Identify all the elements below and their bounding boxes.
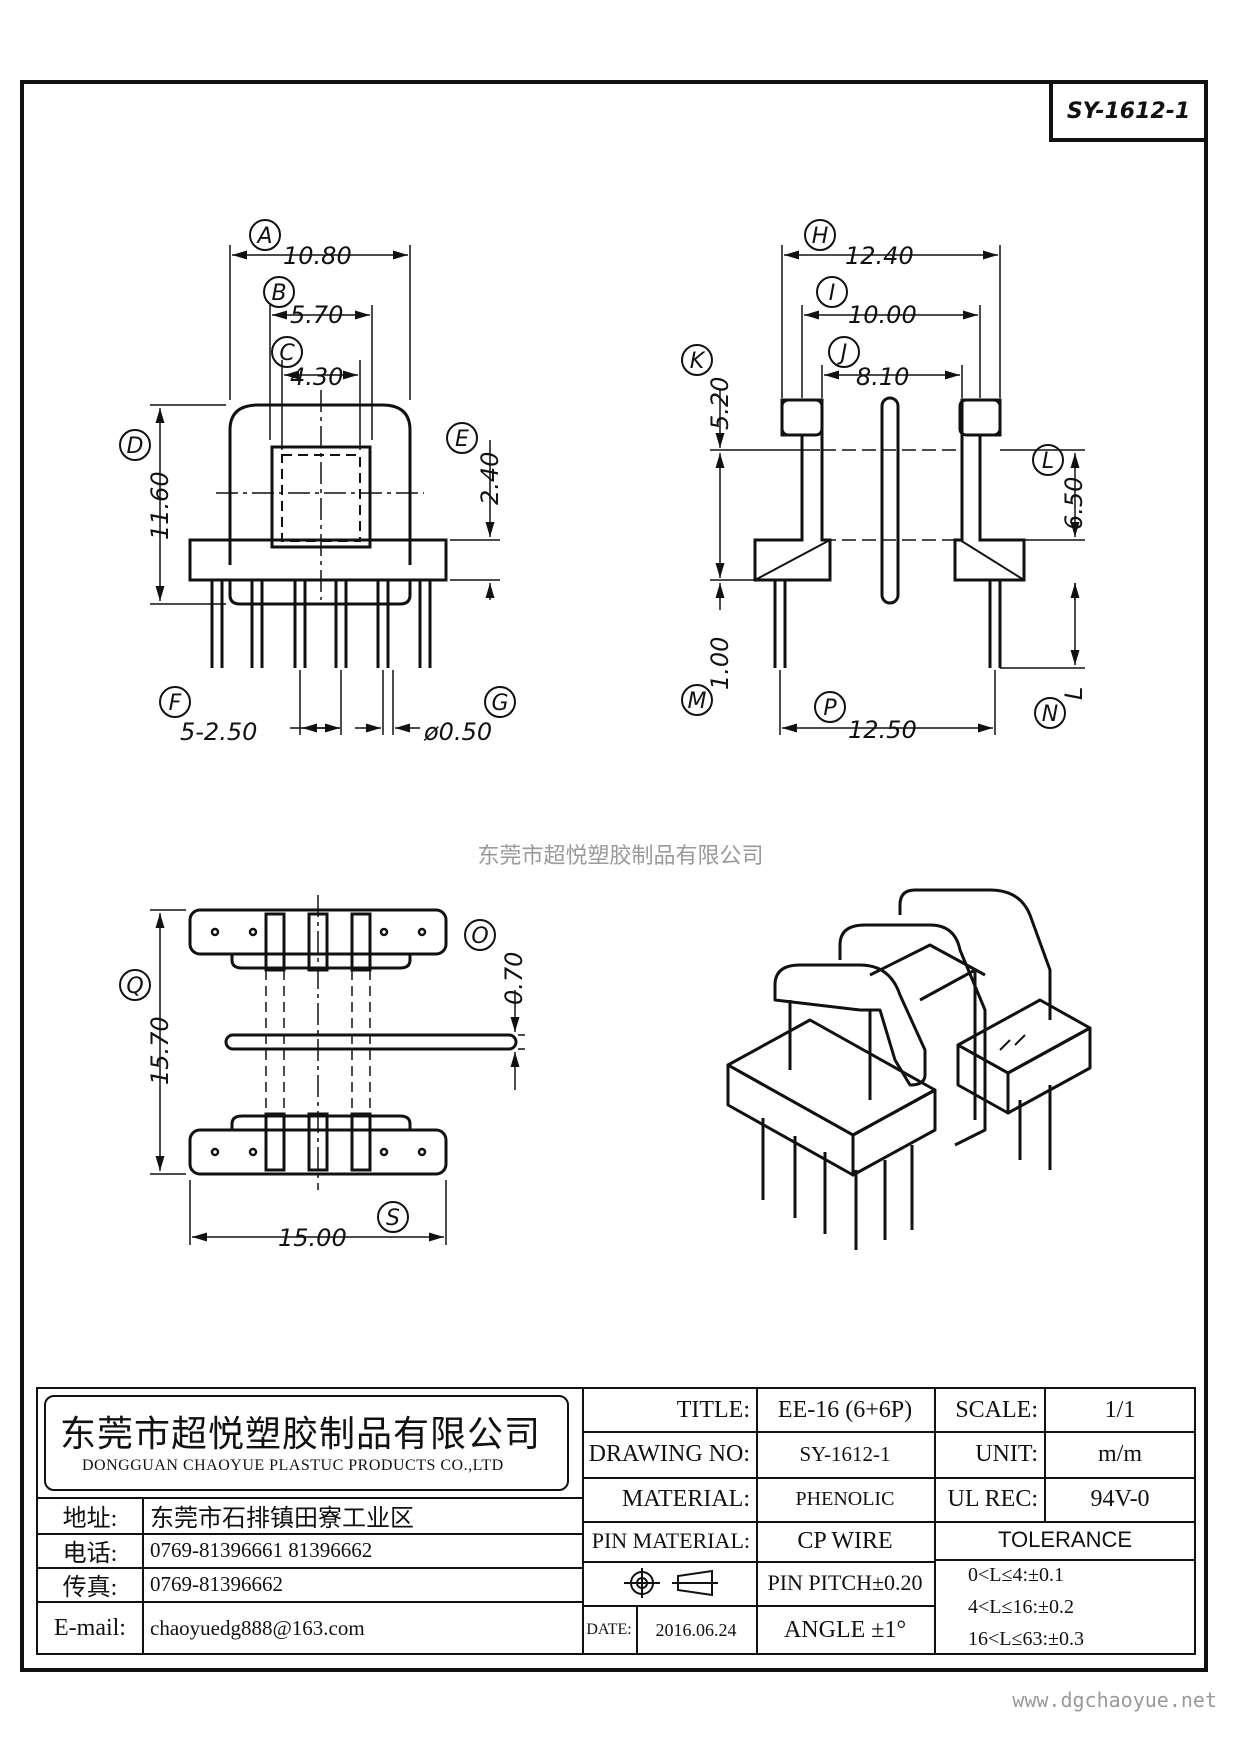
date-label: DATE: bbox=[586, 1621, 632, 1638]
email-label: E-mail: bbox=[54, 1614, 126, 1641]
company-name-en: DONGGUAN CHAOYUE PLASTUC PRODUCTS CO.,LT… bbox=[82, 1457, 504, 1474]
side-view bbox=[710, 245, 1085, 735]
phone-label: 电话: bbox=[62, 1540, 118, 1567]
dim-I: 10.00 bbox=[848, 301, 917, 329]
label-O: O bbox=[471, 924, 488, 949]
fax-value: 0769-81396662 bbox=[150, 1571, 283, 1596]
drawing-code-box: SY-1612-1 bbox=[1049, 84, 1204, 142]
ul-rec-value: 94V-0 bbox=[1090, 1485, 1150, 1512]
dim-H: 12.40 bbox=[845, 242, 914, 270]
title-value: EE-16 (6+6P) bbox=[777, 1396, 913, 1423]
address-value: 东莞市石排镇田寮工业区 bbox=[150, 1505, 414, 1532]
label-N: N bbox=[1042, 702, 1058, 727]
watermark: 东莞市超悦塑胶制品有限公司 bbox=[477, 844, 764, 869]
tolerance-row-2: 4<L≤16:±0.2 bbox=[968, 1595, 1075, 1618]
label-M: M bbox=[688, 689, 707, 714]
dim-B: 5.70 bbox=[290, 301, 343, 329]
drawing-frame bbox=[20, 80, 1208, 1672]
isometric-view bbox=[726, 888, 1092, 1250]
dim-E: 2.40 bbox=[476, 452, 504, 505]
title-block: 东莞市超悦塑胶制品有限公司 DONGGUAN CHAOYUE PLASTUC P… bbox=[36, 1387, 1196, 1655]
label-F: F bbox=[169, 691, 182, 716]
dim-F: 5-2.50 bbox=[180, 718, 257, 746]
phone-value: 0769-81396661 81396662 bbox=[150, 1537, 373, 1562]
unit-value: m/m bbox=[1097, 1440, 1142, 1467]
label-K: K bbox=[690, 349, 706, 374]
label-G: G bbox=[491, 691, 508, 716]
dim-S: 15.00 bbox=[278, 1224, 347, 1252]
angle-tolerance: ANGLE ±1° bbox=[783, 1616, 907, 1643]
first-angle-projection-icon bbox=[624, 1568, 718, 1598]
dim-N: L bbox=[1060, 687, 1088, 700]
bottom-view bbox=[150, 895, 525, 1245]
dim-O: 0.70 bbox=[500, 952, 528, 1005]
label-B: B bbox=[271, 281, 286, 306]
material-value: PHENOLIC bbox=[795, 1487, 895, 1510]
tolerance-row-3: 16<L≤63:±0.3 bbox=[968, 1627, 1085, 1650]
dim-M: 1.00 bbox=[706, 637, 734, 690]
tolerance-label: TOLERANCE bbox=[997, 1527, 1133, 1552]
title-label: TITLE: bbox=[676, 1396, 750, 1423]
ul-rec-label: UL REC: bbox=[947, 1485, 1038, 1512]
scale-label: SCALE: bbox=[955, 1396, 1038, 1423]
dim-A: 10.80 bbox=[283, 242, 352, 270]
label-Q: Q bbox=[126, 974, 143, 999]
material-label: MATERIAL: bbox=[622, 1485, 750, 1512]
label-D: D bbox=[127, 434, 144, 459]
email-value: chaoyuedg888@163.com bbox=[150, 1615, 365, 1640]
scale-value: 1/1 bbox=[1104, 1396, 1136, 1423]
website-watermark: www.dgchaoyue.net bbox=[1012, 1688, 1217, 1712]
address-label: 地址: bbox=[62, 1505, 118, 1532]
label-C: C bbox=[279, 341, 295, 366]
dim-P: 12.50 bbox=[848, 716, 917, 744]
unit-label: UNIT: bbox=[975, 1440, 1038, 1467]
label-J: J bbox=[837, 341, 848, 366]
label-A: A bbox=[255, 224, 272, 249]
label-P: P bbox=[823, 696, 837, 721]
dim-G: ø0.50 bbox=[423, 718, 492, 746]
pin-material-value: CP WIRE bbox=[797, 1527, 893, 1554]
dim-Q: 15.70 bbox=[146, 1016, 174, 1085]
pin-material-label: PIN MATERIAL: bbox=[591, 1528, 750, 1553]
dim-L: 6.50 bbox=[1060, 477, 1088, 530]
date-value: 2016.06.24 bbox=[655, 1619, 737, 1640]
drawing-no-label: DRAWING NO: bbox=[588, 1440, 750, 1467]
tolerance-row-1: 0<L≤4:±0.1 bbox=[968, 1563, 1065, 1586]
dim-J: 8.10 bbox=[856, 363, 909, 391]
label-I: I bbox=[829, 281, 836, 306]
label-S: S bbox=[386, 1206, 400, 1231]
dim-C: 4.30 bbox=[290, 363, 343, 391]
dim-K: 5.20 bbox=[706, 377, 734, 430]
fax-label: 传真: bbox=[62, 1574, 118, 1601]
drawing-no-value: SY-1612-1 bbox=[799, 1441, 891, 1466]
dimension-labels: A 10.80 B 5.70 C 4.30 D 11.60 E 2.40 F 5… bbox=[119, 219, 1088, 1252]
pin-pitch: PIN PITCH±0.20 bbox=[767, 1570, 923, 1595]
company-name-cn: 东莞市超悦塑胶制品有限公司 bbox=[60, 1414, 542, 1455]
label-E: E bbox=[455, 427, 469, 452]
front-view bbox=[150, 245, 500, 735]
label-H: H bbox=[812, 224, 829, 249]
dim-D: 11.60 bbox=[146, 471, 174, 540]
projection-symbol bbox=[582, 1561, 756, 1605]
label-L: L bbox=[1042, 449, 1054, 474]
company-box: 东莞市超悦塑胶制品有限公司 DONGGUAN CHAOYUE PLASTUC P… bbox=[44, 1395, 569, 1491]
